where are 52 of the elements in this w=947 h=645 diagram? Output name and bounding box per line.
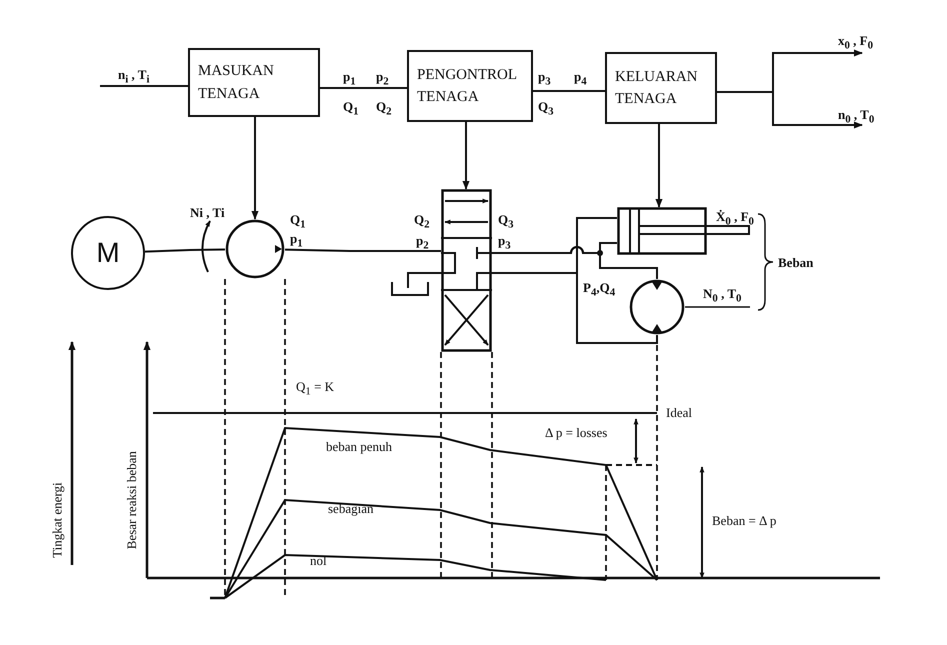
text-label: p$_{2}$ xyxy=(376,70,389,88)
block-box xyxy=(188,48,320,117)
block-box xyxy=(407,50,533,122)
arrow xyxy=(717,91,863,129)
text-label: N$_{0}$ , T$_{0}$ xyxy=(703,287,742,306)
axis-label: Besar reaksi beban xyxy=(124,451,140,550)
node-label: MASUKAN TENAGA xyxy=(198,62,275,104)
text-label: beban penuh xyxy=(326,440,392,454)
cylinder-symbol xyxy=(617,207,751,255)
text-label: p$_{1}$ xyxy=(290,232,303,250)
connector-line xyxy=(492,246,658,279)
edge-label: x$_{0}$ , F$_{0}$ xyxy=(838,34,874,52)
text-label: Q$_{3}$ xyxy=(538,100,554,118)
connector-line xyxy=(492,272,658,344)
text-label: p$_{3}$ xyxy=(538,70,551,88)
text-label: p$_{1}$ xyxy=(343,70,356,88)
text-label: Q$_{1}$ = K xyxy=(296,380,334,398)
text-label: nol xyxy=(310,554,327,568)
text-label: Q$_{3}$ xyxy=(498,213,514,232)
text-label: sebagian xyxy=(328,502,374,516)
connector-line xyxy=(533,90,605,92)
valve-symbol xyxy=(441,189,492,352)
pump-symbol xyxy=(225,219,285,279)
axis-label: Tingkat energi xyxy=(50,482,64,558)
connector-line xyxy=(284,248,441,252)
edge-label: n$_{i}$ , T$_{i}$ xyxy=(118,68,150,86)
hydraulic-motor-symbol xyxy=(629,279,685,335)
node-label: M xyxy=(96,236,120,270)
arrow xyxy=(462,122,470,190)
text-label: p$_{2}$ xyxy=(416,234,429,252)
connector-line xyxy=(320,87,407,89)
text-label: Q$_{1}$ xyxy=(343,100,359,118)
node-label: KELUARAN TENAGA xyxy=(615,68,698,109)
text-label: Q$_{1}$ xyxy=(290,213,306,232)
text-label: Ideal xyxy=(666,406,692,420)
text-label: Ni , Ti xyxy=(190,206,225,220)
text-label: Q$_{2}$ xyxy=(376,100,392,118)
text-label: P$_{4}$,Q$_{4}$ xyxy=(583,281,616,300)
text-label: p$_{3}$ xyxy=(498,234,511,252)
node-label: PENGONTROL TENAGA xyxy=(417,66,518,107)
edge-label: n$_{0}$ , T$_{0}$ xyxy=(838,108,874,126)
arrow xyxy=(655,124,663,208)
connector-line xyxy=(100,85,188,87)
arrow xyxy=(251,117,259,220)
text-label: Beban = Δ p xyxy=(712,514,776,528)
text-label: Beban xyxy=(778,256,814,270)
text-label: Ẋ$_{0}$ , F$_{0}$ xyxy=(716,210,754,228)
text-label: Δ p = losses xyxy=(545,426,608,440)
text-label: Q$_{2}$ xyxy=(414,213,430,232)
text-label: p$_{4}$ xyxy=(574,70,587,88)
connector-line xyxy=(144,248,226,253)
block-box xyxy=(605,52,717,124)
